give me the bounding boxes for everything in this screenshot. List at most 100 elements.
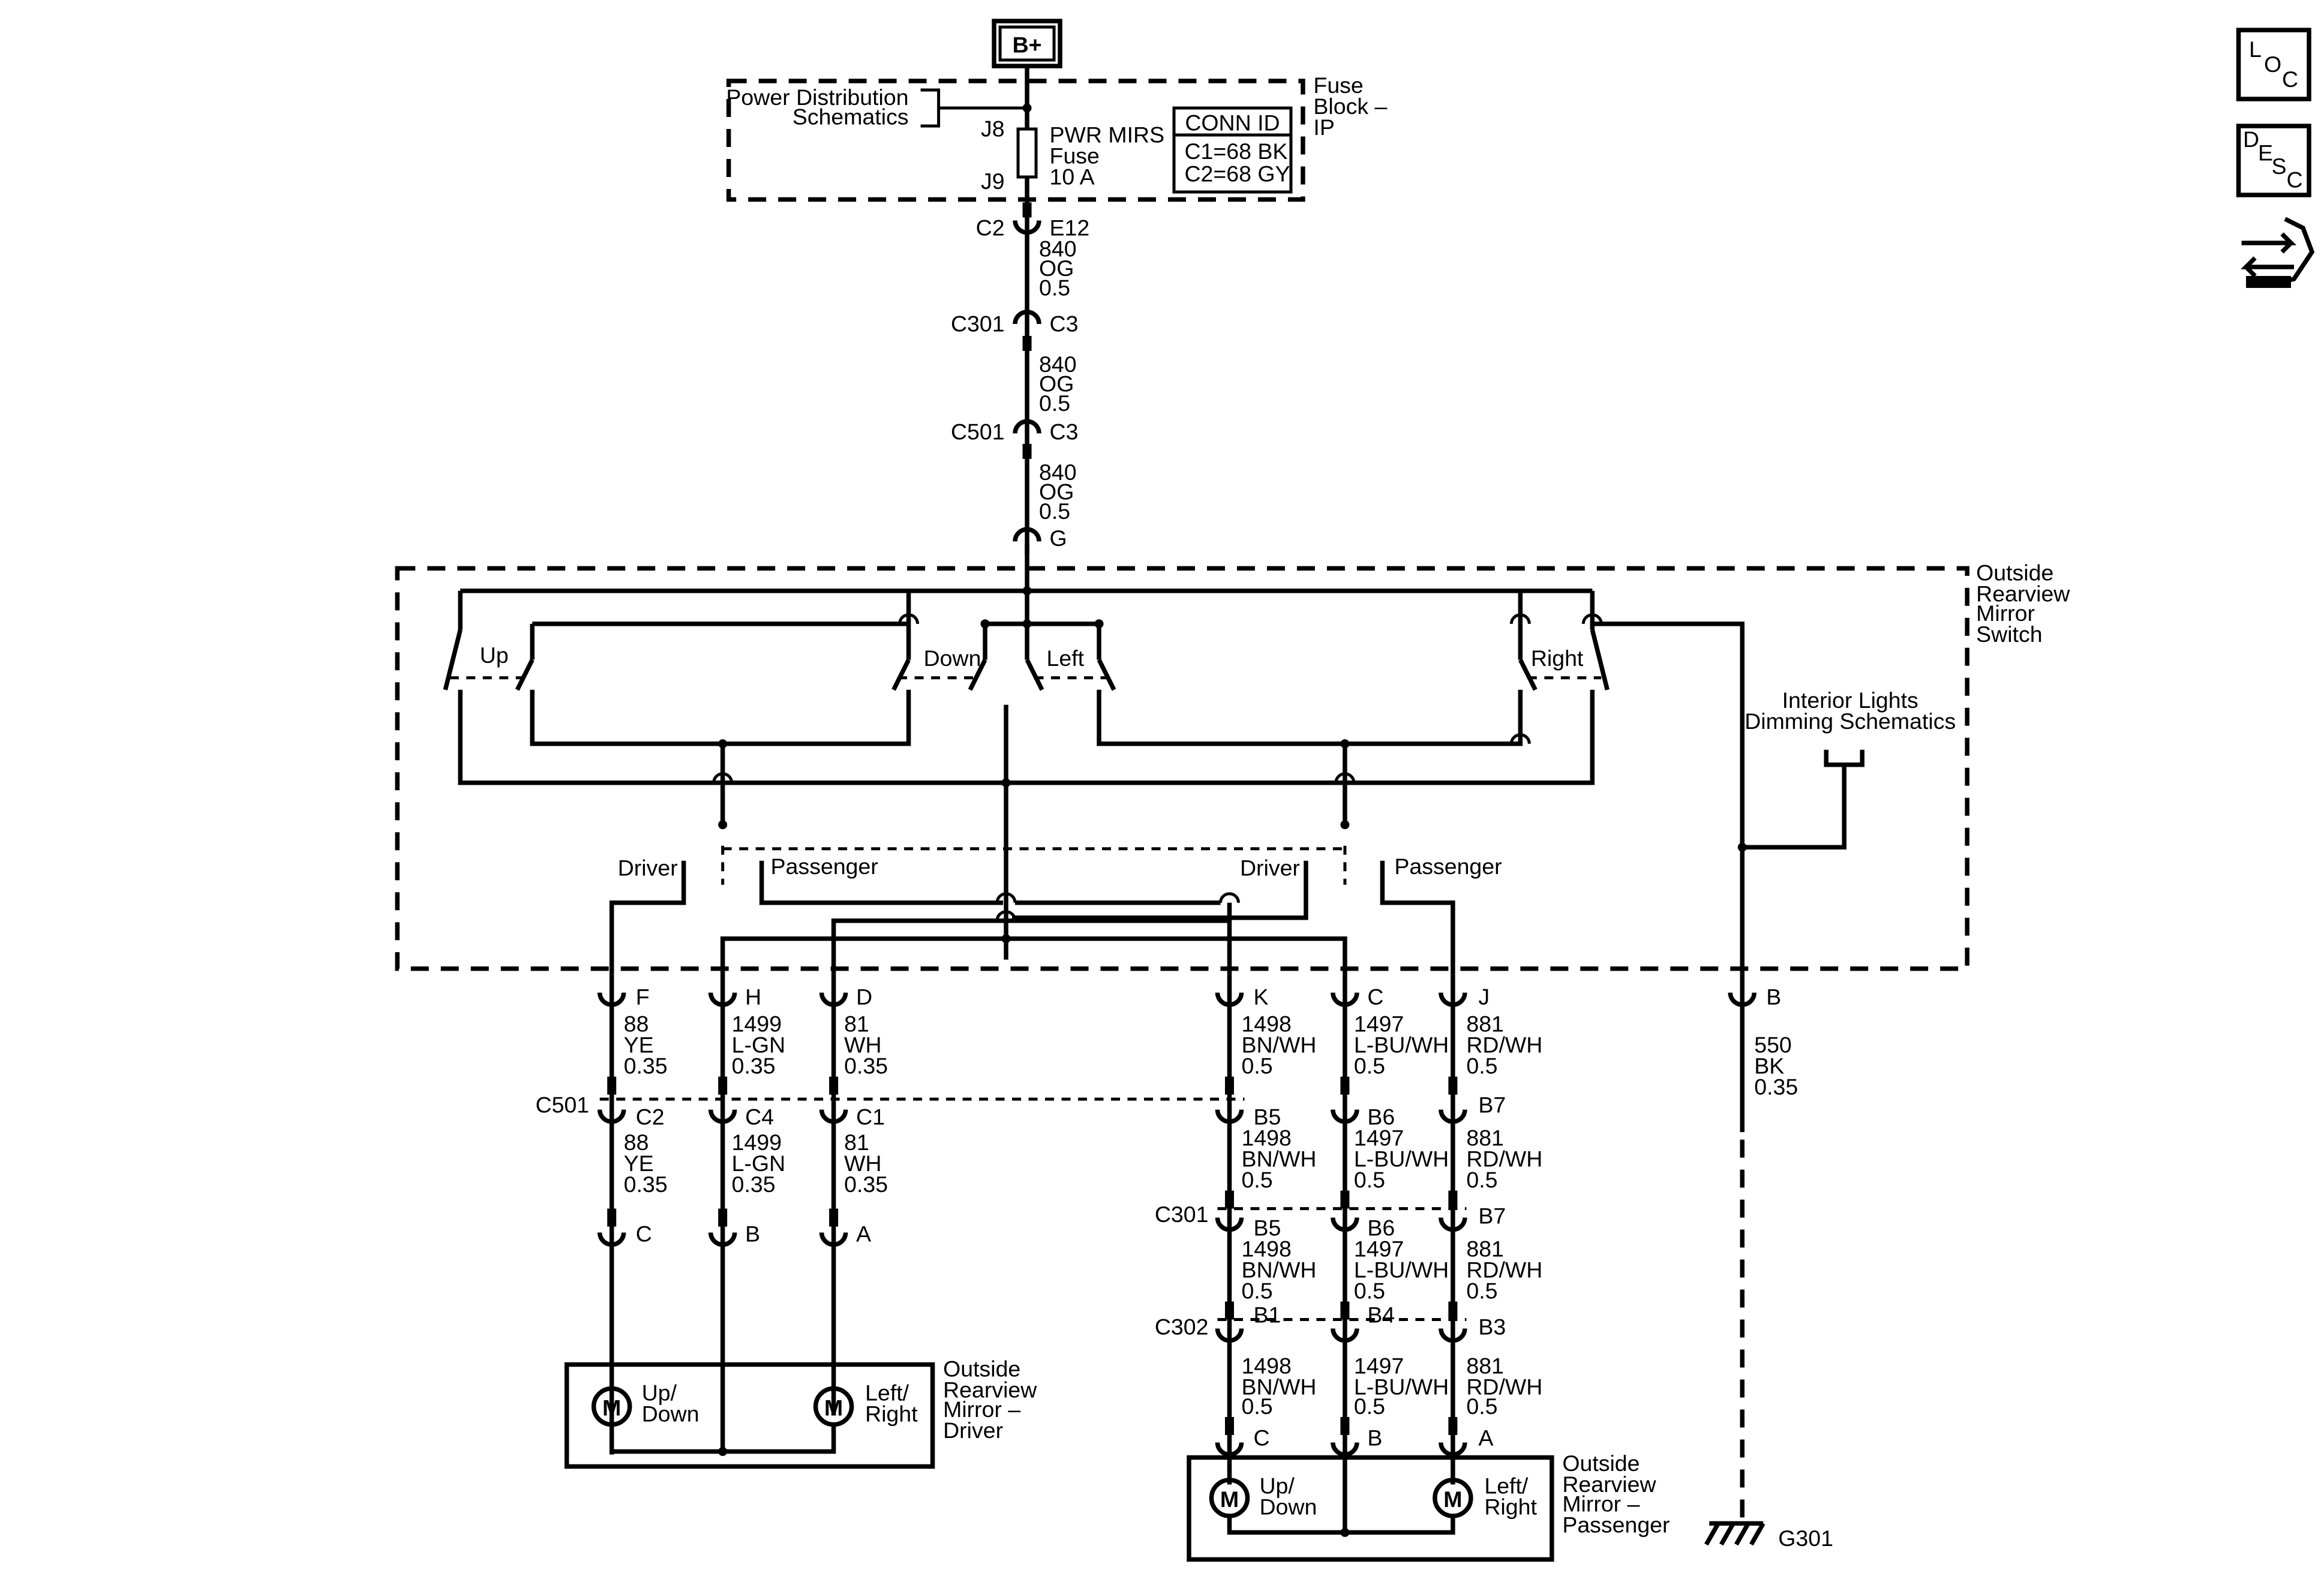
svg-text:M: M — [602, 1395, 621, 1420]
svg-text:81: 81 — [844, 1130, 869, 1155]
svg-text:881: 881 — [1466, 1353, 1504, 1378]
svg-text:OG: OG — [1039, 479, 1074, 504]
svg-text:C2: C2 — [976, 215, 1005, 240]
svg-text:Outside: Outside — [1976, 560, 2053, 585]
svg-text:840: 840 — [1039, 236, 1077, 261]
svg-text:CONN ID: CONN ID — [1185, 110, 1280, 136]
svg-text:Power Distribution: Power Distribution — [726, 85, 908, 110]
svg-text:Driver: Driver — [1240, 855, 1300, 881]
svg-text:WH: WH — [844, 1151, 881, 1176]
svg-text:0.5: 0.5 — [1039, 275, 1070, 300]
svg-text:1497: 1497 — [1354, 1353, 1404, 1378]
svg-text:YE: YE — [624, 1151, 654, 1176]
svg-text:B6: B6 — [1367, 1104, 1395, 1130]
svg-text:Block –: Block – — [1313, 94, 1387, 119]
svg-text:Left/: Left/ — [865, 1380, 909, 1405]
svg-text:Driver: Driver — [943, 1418, 1003, 1443]
svg-text:Mirror –: Mirror – — [1562, 1491, 1640, 1516]
svg-text:L: L — [2249, 37, 2262, 62]
svg-text:1497: 1497 — [1354, 1011, 1404, 1037]
svg-text:0.5: 0.5 — [1354, 1278, 1385, 1304]
svg-text:0.5: 0.5 — [1354, 1167, 1385, 1193]
svg-text:Outside: Outside — [1562, 1451, 1640, 1476]
svg-text:A: A — [856, 1221, 871, 1247]
svg-text:L-BU/WH: L-BU/WH — [1354, 1032, 1449, 1058]
svg-text:88: 88 — [624, 1130, 649, 1155]
svg-text:RD/WH: RD/WH — [1466, 1257, 1542, 1283]
passenger-harness: B5 B6 B7 C301 B5 B6 B7 C302 B1 B4 B3 149… — [1155, 974, 1542, 1533]
svg-text:L-GN: L-GN — [732, 1032, 786, 1058]
svg-text:B5: B5 — [1253, 1215, 1281, 1241]
svg-text:Right: Right — [1484, 1494, 1537, 1519]
svg-text:L-BU/WH: L-BU/WH — [1354, 1257, 1449, 1283]
svg-text:B7: B7 — [1478, 1203, 1506, 1229]
svg-text:M: M — [824, 1395, 843, 1420]
svg-text:1498: 1498 — [1241, 1125, 1291, 1151]
svg-text:Schematics: Schematics — [792, 104, 909, 130]
svg-text:C301: C301 — [1155, 1202, 1209, 1227]
svg-text:1498: 1498 — [1241, 1353, 1291, 1378]
svg-text:Down: Down — [1259, 1494, 1317, 1519]
svg-text:B: B — [1766, 984, 1781, 1010]
svg-text:Down: Down — [924, 646, 981, 671]
svg-text:D: D — [856, 984, 872, 1010]
svg-text:C302: C302 — [1155, 1314, 1209, 1340]
svg-text:C2: C2 — [636, 1104, 665, 1130]
svg-text:1498: 1498 — [1241, 1011, 1291, 1037]
svg-text:C3: C3 — [1050, 419, 1079, 444]
svg-text:J9: J9 — [981, 169, 1005, 194]
svg-text:C1: C1 — [856, 1104, 885, 1130]
svg-text:Right: Right — [865, 1401, 918, 1426]
svg-text:0.5: 0.5 — [1241, 1394, 1272, 1419]
svg-text:81: 81 — [844, 1011, 869, 1037]
desc-icon[interactable]: D E S C — [2236, 124, 2311, 197]
connector-arrows-icon[interactable] — [2240, 217, 2315, 288]
svg-text:C: C — [2282, 67, 2298, 92]
svg-text:0.35: 0.35 — [732, 1172, 776, 1197]
svg-text:BN/WH: BN/WH — [1241, 1257, 1316, 1283]
svg-text:0.5: 0.5 — [1039, 391, 1070, 416]
svg-text:0.5: 0.5 — [1466, 1167, 1497, 1193]
svg-text:J8: J8 — [981, 116, 1005, 142]
svg-text:88: 88 — [624, 1011, 649, 1037]
svg-text:881: 881 — [1466, 1125, 1504, 1151]
svg-text:BN/WH: BN/WH — [1241, 1374, 1316, 1399]
svg-text:Dimming Schematics: Dimming Schematics — [1744, 709, 1956, 734]
svg-text:C: C — [1253, 1425, 1269, 1450]
svg-text:BN/WH: BN/WH — [1241, 1032, 1316, 1058]
svg-text:Left: Left — [1047, 646, 1085, 671]
svg-text:1499: 1499 — [732, 1130, 782, 1155]
svg-text:H: H — [745, 984, 761, 1010]
svg-text:E12: E12 — [1050, 215, 1090, 240]
svg-text:OG: OG — [1039, 256, 1074, 281]
svg-text:0.35: 0.35 — [732, 1053, 776, 1079]
svg-text:B1: B1 — [1253, 1302, 1281, 1328]
svg-text:C: C — [2287, 167, 2303, 193]
loc-icon[interactable]: L O C — [2236, 28, 2311, 101]
svg-text:BK: BK — [1754, 1053, 1784, 1079]
svg-text:B6: B6 — [1367, 1215, 1395, 1241]
svg-text:PWR MIRS: PWR MIRS — [1050, 122, 1165, 148]
svg-text:M: M — [1220, 1487, 1239, 1512]
svg-text:B: B — [1367, 1425, 1382, 1450]
svg-text:0.5: 0.5 — [1241, 1167, 1272, 1193]
svg-text:K: K — [1253, 984, 1268, 1010]
svg-text:840: 840 — [1039, 352, 1077, 377]
feed-circuit-840: C2 E12 C301 C3 C501 C3 G 840 OG 0.5 840 … — [951, 66, 1089, 555]
svg-text:E: E — [2258, 140, 2273, 166]
svg-text:0.5: 0.5 — [1466, 1053, 1497, 1079]
svg-text:0.5: 0.5 — [1354, 1394, 1385, 1419]
svg-text:0.5: 0.5 — [1466, 1278, 1497, 1304]
svg-text:WH: WH — [844, 1032, 881, 1058]
svg-text:G301: G301 — [1778, 1526, 1833, 1551]
svg-text:C3: C3 — [1050, 311, 1079, 336]
svg-text:Switch: Switch — [1976, 622, 2042, 647]
svg-text:O: O — [2264, 52, 2281, 77]
svg-text:Rearview: Rearview — [943, 1377, 1037, 1402]
svg-text:550: 550 — [1754, 1032, 1792, 1058]
svg-text:Passenger: Passenger — [1394, 854, 1502, 879]
svg-text:Up/: Up/ — [642, 1380, 677, 1405]
svg-text:Left/: Left/ — [1484, 1473, 1529, 1498]
